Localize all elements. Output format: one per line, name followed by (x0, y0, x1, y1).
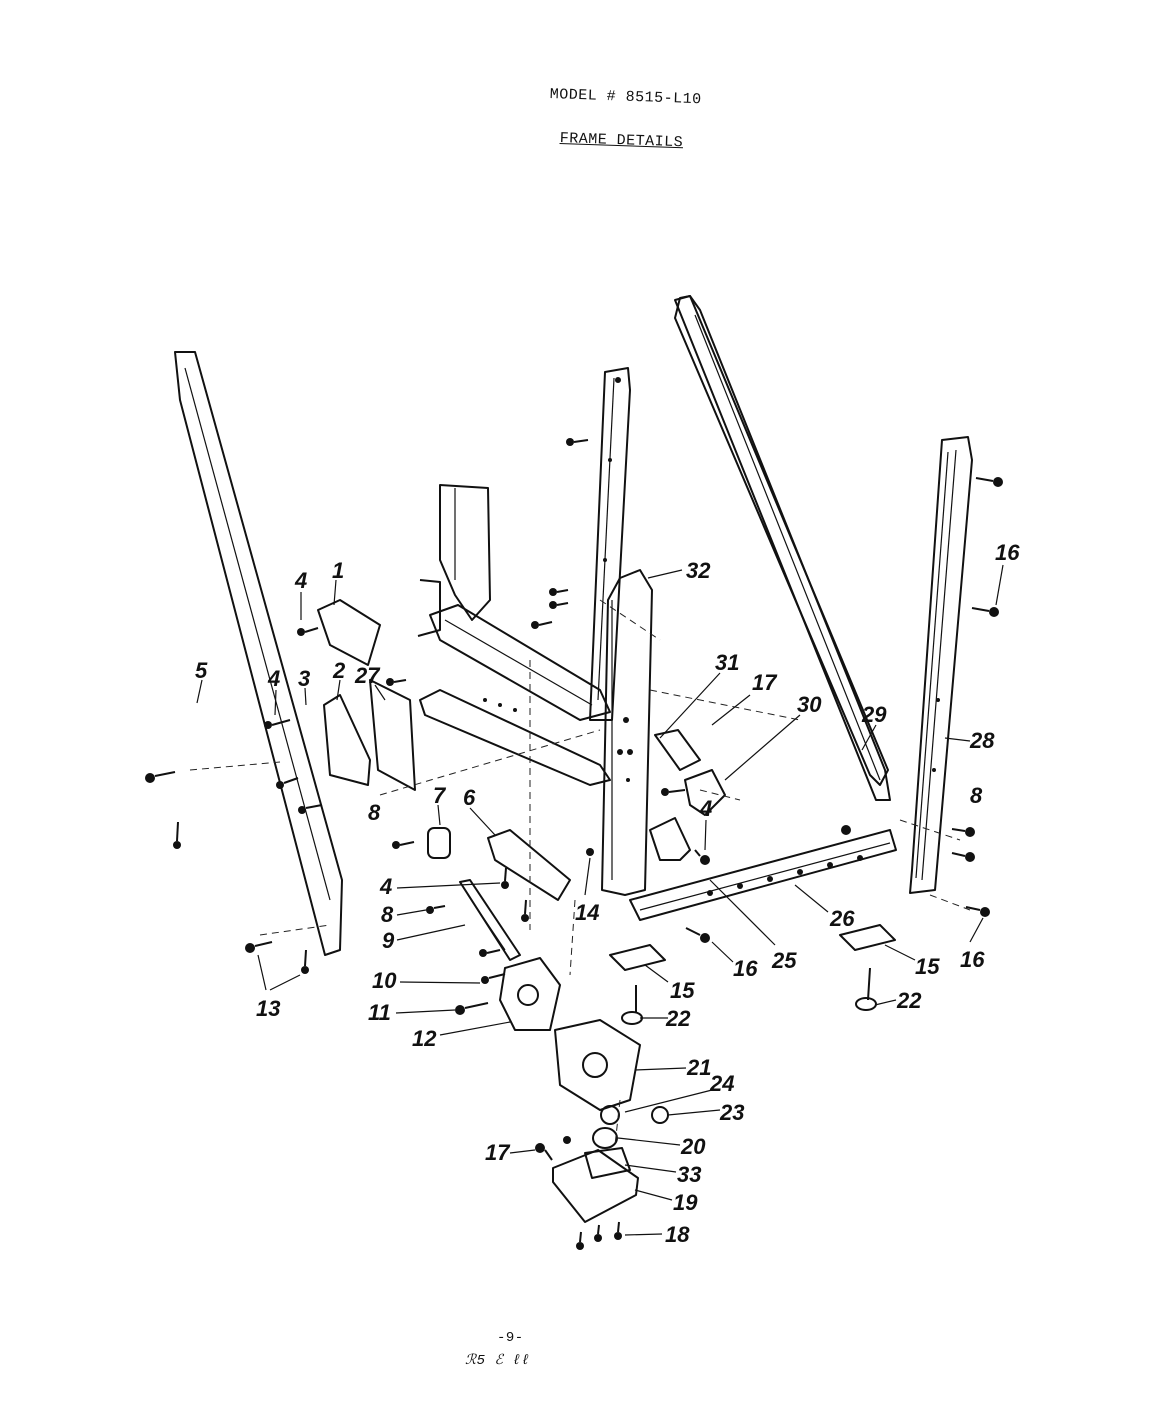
handwritten-note: ℛ5 ℰ ℓℓ (465, 1353, 531, 1369)
upright-left-rear (589, 367, 631, 721)
callouts: 1 2 3 4 4 4 4 5 6 7 8 8 8 9 10 11 12 13 … (195, 540, 1020, 1247)
assembly-lines (189, 599, 971, 1146)
page-number: -9- (497, 1330, 524, 1346)
callout-33: 33 (677, 1162, 701, 1187)
callout-11: 11 (368, 1000, 391, 1025)
callout-22b: 22 (896, 988, 922, 1013)
strip-9 (459, 879, 521, 961)
upright-front-center (601, 569, 653, 896)
callout-29: 29 (861, 702, 887, 727)
screws (145, 438, 1003, 1250)
callout-17a: 17 (752, 670, 778, 695)
base-plate-19 (552, 1147, 639, 1223)
callout-16a: 16 (995, 540, 1020, 565)
upright-left-front (417, 484, 491, 637)
callout-13: 13 (256, 996, 280, 1021)
clamp-15-right (839, 924, 896, 951)
callout-26: 26 (829, 906, 855, 931)
callout-8b: 8 (381, 902, 394, 927)
upright-right-channel (909, 436, 973, 894)
clip-7 (427, 827, 451, 859)
bracket-1 (317, 599, 381, 666)
callout-8c: 8 (970, 783, 983, 808)
callout-4d: 4 (699, 796, 712, 821)
callout-15b: 15 (915, 954, 940, 979)
callout-19: 19 (673, 1190, 698, 1215)
o-ring-24 (600, 1105, 620, 1125)
bushing-20 (592, 1127, 618, 1149)
callout-4a: 4 (294, 568, 307, 593)
callout-12: 12 (412, 1026, 437, 1051)
cap-23 (651, 1106, 669, 1124)
callout-24: 24 (709, 1071, 734, 1096)
callout-32: 32 (686, 558, 711, 583)
bottom-rail-26 (629, 829, 897, 921)
plate-27 (369, 679, 416, 791)
callout-5: 5 (195, 658, 208, 683)
callout-4c: 4 (379, 874, 392, 899)
callout-9: 9 (382, 928, 395, 953)
callout-22a: 22 (665, 1006, 691, 1031)
valve-12 (499, 957, 561, 1031)
callout-25: 25 (771, 948, 797, 973)
callout-8a: 8 (368, 800, 381, 825)
callout-28: 28 (969, 728, 995, 753)
callout-3: 3 (298, 666, 310, 691)
callout-27: 27 (354, 663, 381, 688)
bracket-31 (654, 729, 701, 771)
callout-23: 23 (719, 1100, 744, 1125)
callout-16c: 16 (960, 947, 985, 972)
callout-21: 21 (686, 1055, 711, 1080)
callout-6: 6 (463, 785, 476, 810)
callout-2: 2 (332, 658, 346, 683)
angle-bracket-25 (649, 817, 691, 861)
bracket-2 (323, 694, 371, 786)
pump-21 (554, 1019, 641, 1111)
callout-4b: 4 (267, 666, 280, 691)
bracket-6 (487, 829, 571, 901)
callout-15a: 15 (670, 978, 695, 1003)
callout-30: 30 (797, 692, 822, 717)
front-panel-5 (174, 351, 343, 956)
leveling-foot-22-left (621, 985, 643, 1025)
callout-31: 31 (715, 650, 739, 675)
callout-16b: 16 (733, 956, 758, 981)
callout-17b: 17 (485, 1140, 511, 1165)
callout-20: 20 (680, 1134, 706, 1159)
callout-7: 7 (433, 783, 447, 808)
callout-18: 18 (665, 1222, 690, 1247)
callout-14: 14 (575, 900, 599, 925)
callout-10: 10 (372, 968, 397, 993)
cross-rail-upper (419, 604, 611, 786)
clamp-15-left (609, 944, 666, 971)
bracket-30 (684, 769, 726, 816)
side-rail-right (674, 295, 891, 801)
callout-1: 1 (332, 558, 344, 583)
leveling-foot-22-right (855, 967, 877, 1011)
